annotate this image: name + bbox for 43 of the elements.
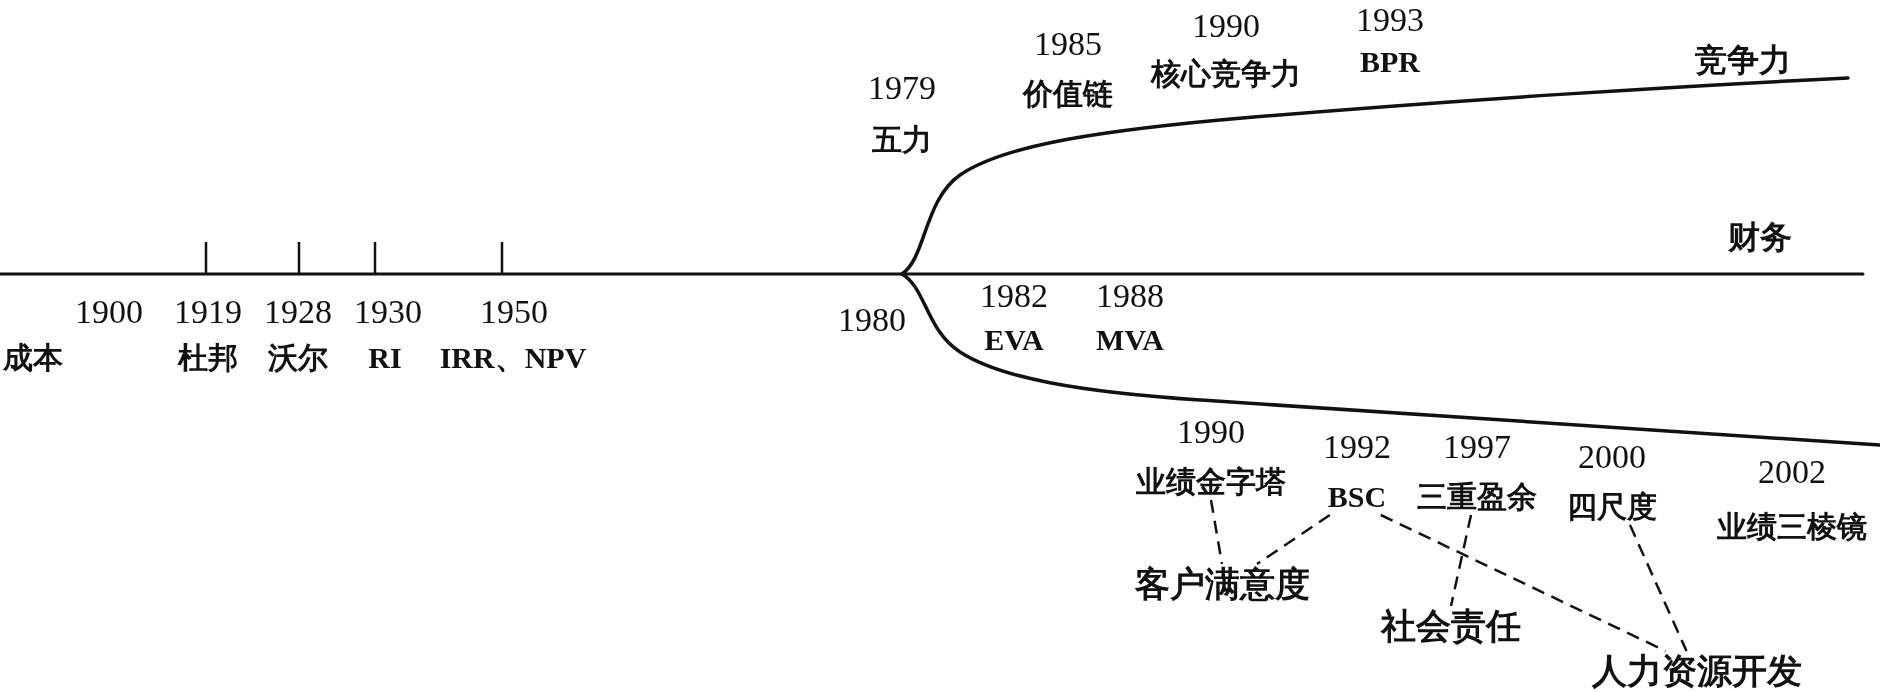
- term-label: 价值链: [1023, 79, 1113, 109]
- branch-label: 财务: [1728, 221, 1792, 253]
- term-label: 业绩三棱镜: [1717, 512, 1867, 542]
- year-label: 1997: [1443, 430, 1511, 464]
- term-label: 社会责任: [1381, 609, 1521, 644]
- dashed-connector: [1209, 499, 1224, 565]
- year-label: 1988: [1096, 279, 1164, 313]
- year-label: 2000: [1578, 440, 1646, 474]
- year-label: 1979: [868, 71, 936, 105]
- year-label: 1993: [1356, 3, 1424, 37]
- term-label: EVA: [984, 325, 1044, 355]
- term-label: BPR: [1360, 47, 1420, 77]
- term-label: 核心竞争力: [1151, 59, 1301, 89]
- year-label: 1950: [480, 295, 548, 329]
- term-label: 沃尔: [268, 343, 328, 373]
- term-label: 业绩金字塔: [1136, 467, 1286, 497]
- year-label: 1980: [838, 303, 906, 337]
- year-label: 1982: [980, 279, 1048, 313]
- year-label: 1990: [1177, 415, 1245, 449]
- year-label: 1992: [1323, 430, 1391, 464]
- term-label: BSC: [1327, 482, 1387, 512]
- term-label: RI: [368, 343, 402, 373]
- year-label: 2002: [1758, 455, 1826, 489]
- dashed-connector: [1449, 514, 1473, 607]
- term-label: 人力资源开发: [1592, 654, 1802, 689]
- branch-label: 竞争力: [1695, 44, 1791, 76]
- dashed-connector: [1380, 513, 1667, 653]
- year-label: 1930: [354, 295, 422, 329]
- year-label: 1900: [75, 295, 143, 329]
- term-label: 四尺度: [1567, 492, 1657, 522]
- term-label: MVA: [1096, 325, 1164, 355]
- dashed-connector: [1628, 524, 1688, 652]
- term-label: IRR、NPV: [439, 343, 587, 373]
- dashed-connector: [1256, 513, 1331, 566]
- term-label: 客户满意度: [1134, 567, 1310, 602]
- year-label: 1990: [1192, 9, 1260, 43]
- term-label: 五力: [872, 125, 932, 155]
- year-label: 1985: [1034, 27, 1102, 61]
- term-label: 三重盈余: [1417, 482, 1537, 512]
- term-label: 杜邦: [178, 343, 238, 373]
- year-label: 1919: [174, 295, 242, 329]
- year-label: 1928: [264, 295, 332, 329]
- term-label: 成本: [3, 343, 63, 373]
